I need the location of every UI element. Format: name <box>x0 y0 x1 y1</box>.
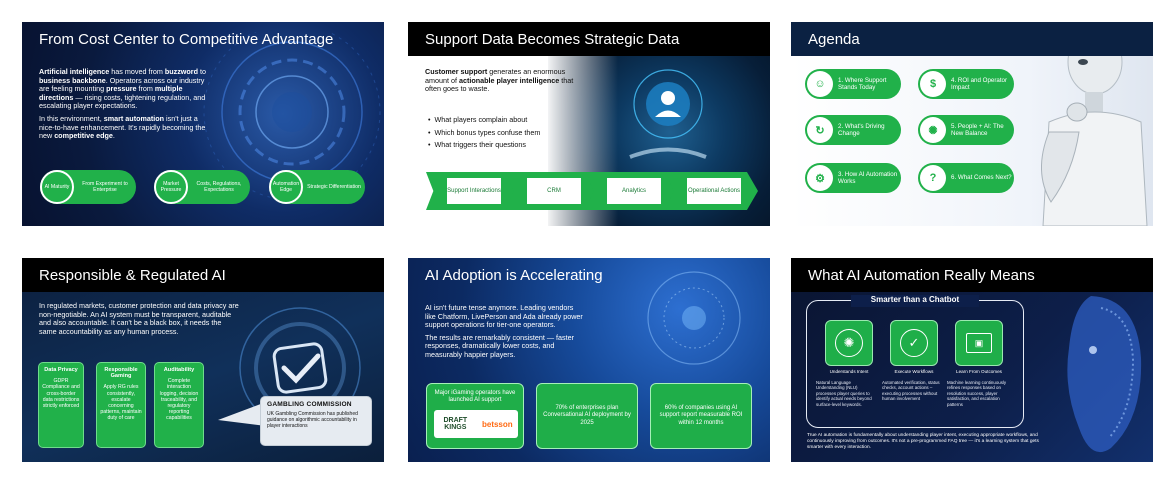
agenda-item-6[interactable]: ? 6. What Comes Next? <box>918 163 1014 193</box>
feature-workflows[interactable]: ✓ <box>890 320 938 366</box>
flow-step-support[interactable]: Support Interactions <box>446 177 502 205</box>
gambling-commission-callout: GAMBLING COMMISSION UK Gambling Commissi… <box>260 396 372 446</box>
slide-body: AI isn't future tense anymore. Leading v… <box>425 303 583 359</box>
card-auditability[interactable]: Auditability Complete interaction loggin… <box>154 362 204 448</box>
slide-agenda[interactable]: Agenda ☺ 1. Where Support Stands Today $… <box>791 22 1153 226</box>
slide-support-data[interactable]: Support Data Becomes Strategic Data Cust… <box>408 22 770 226</box>
agenda-item-2[interactable]: ↻ 2. What's Driving Change <box>805 115 901 145</box>
slide-ai-adoption[interactable]: AI Adoption is Accelerating AI isn't fut… <box>408 258 770 462</box>
card-responsible-gaming[interactable]: Responsible Gaming Apply RG rules consis… <box>96 362 146 448</box>
pill-circle: Market Pressure <box>154 170 188 204</box>
card-data-privacy[interactable]: Data Privacy GDPR Compliance and cross-b… <box>38 362 84 448</box>
person-icon: ☺ <box>807 71 833 97</box>
pill-ai-maturity[interactable]: AI Maturity From Experiment to Enterpris… <box>40 170 136 204</box>
pill-text: From Experiment to Enterprise <box>82 181 128 193</box>
slide-title: Responsible & Regulated AI <box>22 258 384 292</box>
cycle-icon: ↻ <box>807 117 833 143</box>
bullet-item: • What players complain about <box>428 115 528 124</box>
slide-ai-automation[interactable]: What AI Automation Really Means Smarter … <box>791 258 1153 462</box>
slide-cost-center[interactable]: From Cost Center to Competitive Advantag… <box>22 22 384 226</box>
banner-smarter: Smarter than a Chatbot <box>851 295 979 307</box>
agenda-item-1[interactable]: ☺ 1. Where Support Stands Today <box>805 69 901 99</box>
flow-step-operational[interactable]: Operational Actions <box>686 177 742 205</box>
gear-icon: ⚙ <box>807 165 833 191</box>
checkmark-icon: ✓ <box>900 329 928 357</box>
footer-text: True AI automation is fundamentally abou… <box>807 433 1039 450</box>
slide-title: AI Adoption is Accelerating <box>425 267 603 284</box>
operator-logos: DRAFT KINGS betsson <box>434 410 518 438</box>
monitor-icon: ▣ <box>966 333 992 353</box>
draftkings-logo: DRAFT KINGS <box>443 417 468 431</box>
brain-icon: ✺ <box>835 329 863 357</box>
slide-body: In regulated markets, customer protectio… <box>39 301 239 336</box>
agenda-item-4[interactable]: $ 4. ROI and Operator Impact <box>918 69 1014 99</box>
pill-automation-edge[interactable]: Automation Edge Strategic Differentiatio… <box>269 170 365 204</box>
stat-roi[interactable]: 60% of companies using AI support report… <box>650 383 752 449</box>
betsson-logo: betsson <box>481 419 513 429</box>
process-flow: Support Interactions CRM Analytics Opera… <box>426 172 758 212</box>
pill-circle: AI Maturity <box>40 170 74 204</box>
feature-learn[interactable]: ▣ <box>955 320 1003 366</box>
brain-icon: ✺ <box>920 117 946 143</box>
neural-network-graphic <box>647 271 741 365</box>
pill-text: Strategic Differentiation <box>307 184 361 190</box>
money-icon: $ <box>920 71 946 97</box>
slide-responsible-ai[interactable]: Responsible & Regulated AI In regulated … <box>22 258 384 462</box>
pill-text: Costs, Regulations, Expectations <box>196 181 242 193</box>
callout-pointer <box>218 402 266 426</box>
pill-circle: Automation Edge <box>269 170 303 204</box>
bullet-item: • Which bonus types confuse them <box>428 127 541 137</box>
user-hologram-icon <box>629 69 707 159</box>
bullet-item: • What triggers their questions <box>428 140 526 150</box>
flow-step-crm[interactable]: CRM <box>526 177 582 205</box>
flow-step-analytics[interactable]: Analytics <box>606 177 662 205</box>
agenda-item-5[interactable]: ✺ 5. People + AI: The New Balance <box>918 115 1014 145</box>
feature-intent[interactable]: ✺ <box>825 320 873 366</box>
slide-body: Customer support generates an enormous a… <box>425 67 574 94</box>
pill-market-pressure[interactable]: Market Pressure Costs, Regulations, Expe… <box>154 170 250 204</box>
stat-enterprises[interactable]: 70% of enterprises plan Conversational A… <box>536 383 638 449</box>
digital-face-graphic <box>1067 296 1142 453</box>
agenda-item-3[interactable]: ⚙ 3. How AI Automation Works <box>805 163 901 193</box>
slide-title: From Cost Center to Competitive Advantag… <box>39 31 334 48</box>
slide-title: Agenda <box>791 22 1153 56</box>
question-icon: ? <box>920 165 946 191</box>
slide-title: What AI Automation Really Means <box>791 258 1153 292</box>
slide-body: Artificial intelligence has moved from b… <box>39 67 206 141</box>
slide-title: Support Data Becomes Strategic Data <box>408 22 770 56</box>
bullet-list: • What players complain about • Which bo… <box>428 114 578 152</box>
